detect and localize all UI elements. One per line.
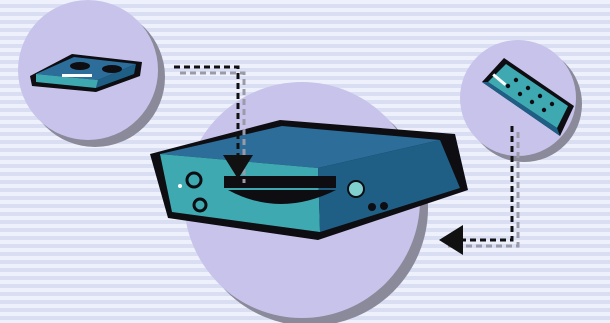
vcr-dial xyxy=(347,180,365,198)
vcr-knob-bottom xyxy=(192,197,208,213)
vcr-knob-top xyxy=(185,171,203,189)
vcr-icon xyxy=(150,120,468,240)
vcr-led xyxy=(344,204,348,208)
cassette-label xyxy=(62,74,92,77)
vcr-tape-flap xyxy=(228,190,336,204)
vcr-indicator xyxy=(178,184,182,188)
vcr-tape-slot xyxy=(224,176,336,188)
remote-button-strip xyxy=(492,73,507,86)
vcr-button xyxy=(380,202,388,210)
cassette-icon xyxy=(30,54,142,92)
remote-icon xyxy=(482,58,574,136)
vcr-button xyxy=(368,203,376,211)
connector-remote-to-vcr xyxy=(439,126,520,255)
connector-cassette-to-vcr xyxy=(174,65,253,183)
